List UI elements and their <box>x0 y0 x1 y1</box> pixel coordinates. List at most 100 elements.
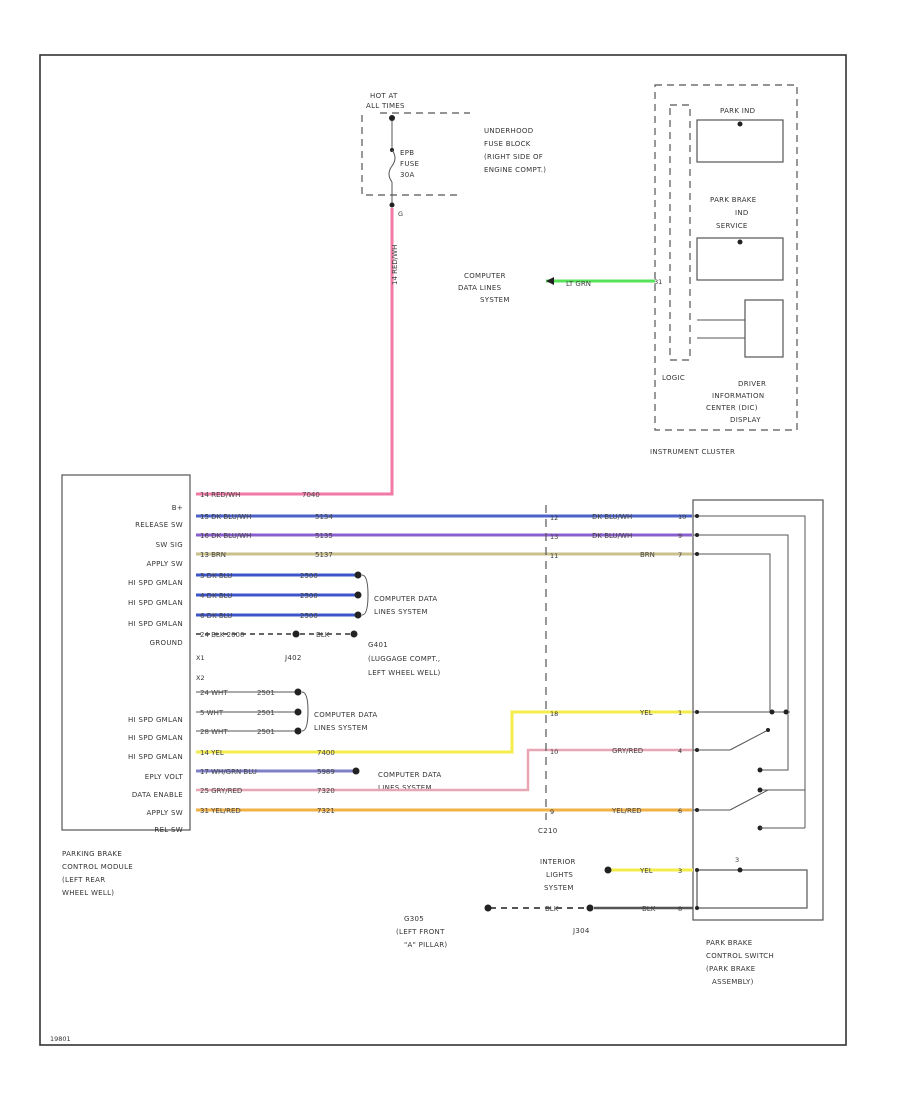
park-brake-control-switch: 3 PARK BRAKE CONTROL SWITCH (PARK BRAKE … <box>692 499 824 986</box>
cluster-data-label-2: DATA LINES <box>458 284 502 292</box>
wire-red-wh <box>196 208 394 496</box>
sw-wire-2-label: DK BLU/WH <box>592 532 632 540</box>
park-brake-svc-2: IND <box>735 209 749 217</box>
wire-12-circ: 7400 <box>317 749 335 757</box>
splice-j304: J304 <box>572 927 590 935</box>
g401-label-1: G401 <box>368 641 388 649</box>
wire-7-left: 6 DK BLU <box>200 612 232 620</box>
wire-red-wh-vert-label: 14 RED/WH <box>391 245 399 285</box>
pin-data-enable: DATA ENABLE <box>132 791 183 799</box>
wire-10-circ: 2501 <box>257 709 275 717</box>
top-wire-group: 14 RED/WH 7040 15 DK BLU/WH 5134 16 DK B… <box>196 491 692 677</box>
fuse-name: EPB <box>400 149 414 157</box>
pin-gmlan-4: HI SPD GMLAN <box>128 716 183 724</box>
sw-wire-6-pin: 6 <box>678 807 682 815</box>
c210-pin-5: 10 <box>550 748 558 756</box>
data-lines-c-2: LINES SYSTEM <box>378 784 432 792</box>
hot-at-label: HOT AT <box>370 92 398 100</box>
wire-14-circ: 7320 <box>317 787 335 795</box>
wire-14-left: 25 GRY/RED <box>200 787 242 795</box>
splice-j304-icon <box>586 904 594 912</box>
instrument-cluster: PARK IND PARK BRAKE IND SERVICE LOGIC DR… <box>650 84 798 456</box>
ground-wire-pin: 8 <box>678 905 682 913</box>
cluster-pin: 31 <box>654 278 662 286</box>
dic-label-2: INFORMATION <box>712 392 764 400</box>
wire-3-circ: 5135 <box>315 532 333 540</box>
switch-title-4: ASSEMBLY) <box>712 978 754 986</box>
wire-4-left: 13 BRN <box>200 551 226 559</box>
switch-contact-icon-2 <box>729 789 769 811</box>
wire-yel <box>196 710 692 754</box>
sw-wire-6-label: YEL/RED <box>611 807 642 815</box>
park-ind-label: PARK IND <box>720 107 755 115</box>
underhood-label-1: UNDERHOOD <box>484 127 533 135</box>
pin-apply-sw: APPLY SW <box>147 560 183 568</box>
ground-wire-left: BLK <box>545 905 559 913</box>
dic-label-1: DRIVER <box>738 380 766 388</box>
pin-gmlan-2: HI SPD GMLAN <box>128 599 183 607</box>
bottom-wire-group: 24 WHT 2501 5 WHT 2501 28 WHT 2501 COMPU… <box>196 688 692 815</box>
connector-c210: 12 13 11 18 10 9 C210 <box>538 505 558 835</box>
parking-brake-control-module: B+ RELEASE SW SW SIG APPLY SW HI SPD GML… <box>61 474 205 897</box>
cluster-data-label-3: SYSTEM <box>480 296 510 304</box>
switch-title-3: (PARK BRAKE <box>706 965 755 973</box>
park-brake-svc-3: SERVICE <box>716 222 748 230</box>
wire-5-left: 3 DK BLU <box>200 572 232 580</box>
footer-code: 19801 <box>50 1035 71 1043</box>
park-brake-svc-1: PARK BRAKE <box>710 196 756 204</box>
wire-7-circ: 2500 <box>300 612 318 620</box>
interior-yel-pin: 3 <box>678 867 682 875</box>
logic-label: LOGIC <box>662 374 685 382</box>
interior-lights-1: INTERIOR <box>540 858 576 866</box>
sw-wire-2-pin: 9 <box>678 532 682 540</box>
instrument-cluster-title: INSTRUMENT CLUSTER <box>650 448 735 456</box>
switch-side-wire-labels: DK BLU/WH 10 DK BLU/WH 9 BRN 7 YEL 1 GRY… <box>592 513 686 815</box>
data-lines-a-1: COMPUTER DATA <box>374 595 438 603</box>
sw-wire-3-label: BRN <box>640 551 655 559</box>
fuse-label: FUSE <box>400 160 419 168</box>
pin-gmlan-1: HI SPD GMLAN <box>128 579 183 587</box>
g305-label-2: (LEFT FRONT <box>396 928 445 936</box>
interior-lights-3: SYSTEM <box>544 884 574 892</box>
underhood-label-4: ENGINE COMPT.) <box>484 166 546 174</box>
sw-wire-1-pin: 10 <box>678 513 686 521</box>
wire-15-circ: 7321 <box>317 807 335 815</box>
wire-3-left: 16 DK BLU/WH <box>200 532 251 540</box>
park-ind-box <box>696 119 784 163</box>
pin-rel-sw: REL SW <box>154 826 183 834</box>
park-brake-svc-box <box>696 237 784 281</box>
wire-9-left: 24 WHT <box>200 689 228 697</box>
pin-eply-volt: EPLY VOLT <box>145 773 184 781</box>
switch-title-1: PARK BRAKE <box>706 939 752 947</box>
ground-g305-icon <box>484 904 492 912</box>
pin-gmlan-6: HI SPD GMLAN <box>128 753 183 761</box>
c210-pin-1: 12 <box>550 514 558 522</box>
underhood-label-3: (RIGHT SIDE OF <box>484 153 543 161</box>
sw-wire-5-label: GRY/RED <box>612 747 643 755</box>
pin-ground: GROUND <box>150 639 183 647</box>
wire-15-left: 31 YEL/RED <box>200 807 241 815</box>
wire-2-left: 15 DK BLU/WH <box>200 513 251 521</box>
sw-wire-5-pin: 4 <box>678 747 682 755</box>
underhood-label-2: FUSE BLOCK <box>484 140 531 148</box>
c210-pin-4: 18 <box>550 710 558 718</box>
all-times-label: ALL TIMES <box>366 102 405 110</box>
fuse-icon <box>388 149 396 183</box>
module-title-4: WHEEL WELL) <box>62 889 114 897</box>
data-lines-b-2: LINES SYSTEM <box>314 724 368 732</box>
connector-x1: X1 <box>196 654 205 662</box>
c210-pin-6: 9 <box>550 808 554 816</box>
fuse-pin: G <box>398 210 403 218</box>
connector-x2: X2 <box>196 674 205 682</box>
diagram-frame <box>39 54 847 1046</box>
sw-wire-4-pin: 1 <box>678 709 682 717</box>
interior-lights-2: LIGHTS <box>546 871 573 879</box>
switch-contact-icon-1 <box>729 729 769 751</box>
g401-label-3: LEFT WHEEL WELL) <box>368 669 441 677</box>
dic-display-box <box>744 299 784 358</box>
pin-gmlan-5: HI SPD GMLAN <box>128 734 183 742</box>
arrow-left-icon <box>546 277 554 285</box>
wire-8-circ: BLK <box>316 631 330 639</box>
module-title-2: CONTROL MODULE <box>62 863 133 871</box>
interior-yel-label: YEL <box>639 867 653 875</box>
